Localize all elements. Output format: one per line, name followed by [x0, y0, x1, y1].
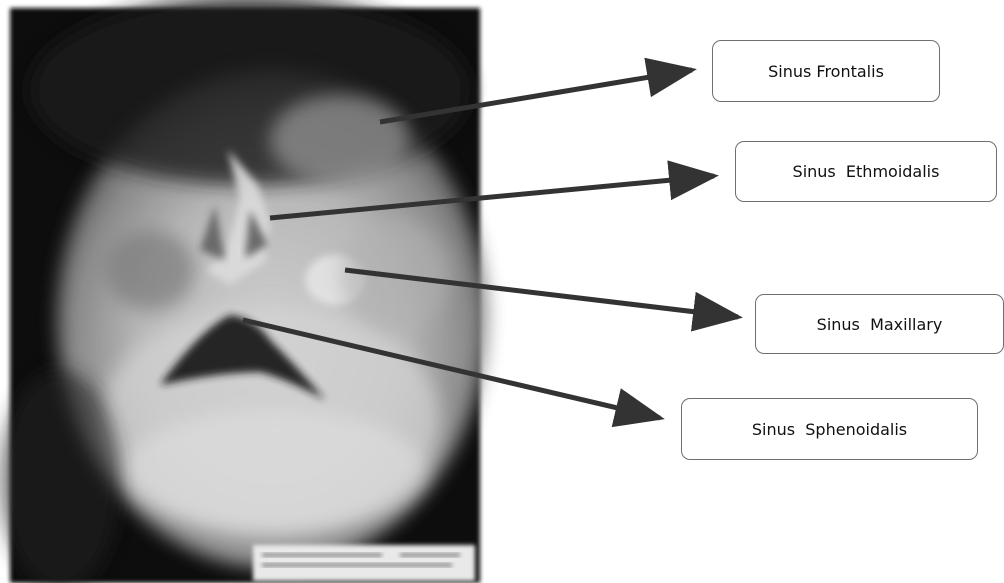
- label-sinus-sphenoidalis: Sinus Sphenoidalis: [681, 398, 978, 460]
- label-text: Sinus Ethmoidalis: [793, 162, 940, 181]
- label-text: Sinus Maxillary: [817, 315, 943, 334]
- label-text: Sinus Frontalis: [768, 62, 884, 81]
- label-sinus-ethmoidalis: Sinus Ethmoidalis: [735, 141, 997, 202]
- label-text: Sinus Sphenoidalis: [752, 420, 907, 439]
- xray-image: [0, 0, 487, 583]
- label-sinus-frontalis: Sinus Frontalis: [712, 40, 940, 102]
- label-sinus-maxillary: Sinus Maxillary: [755, 294, 1004, 354]
